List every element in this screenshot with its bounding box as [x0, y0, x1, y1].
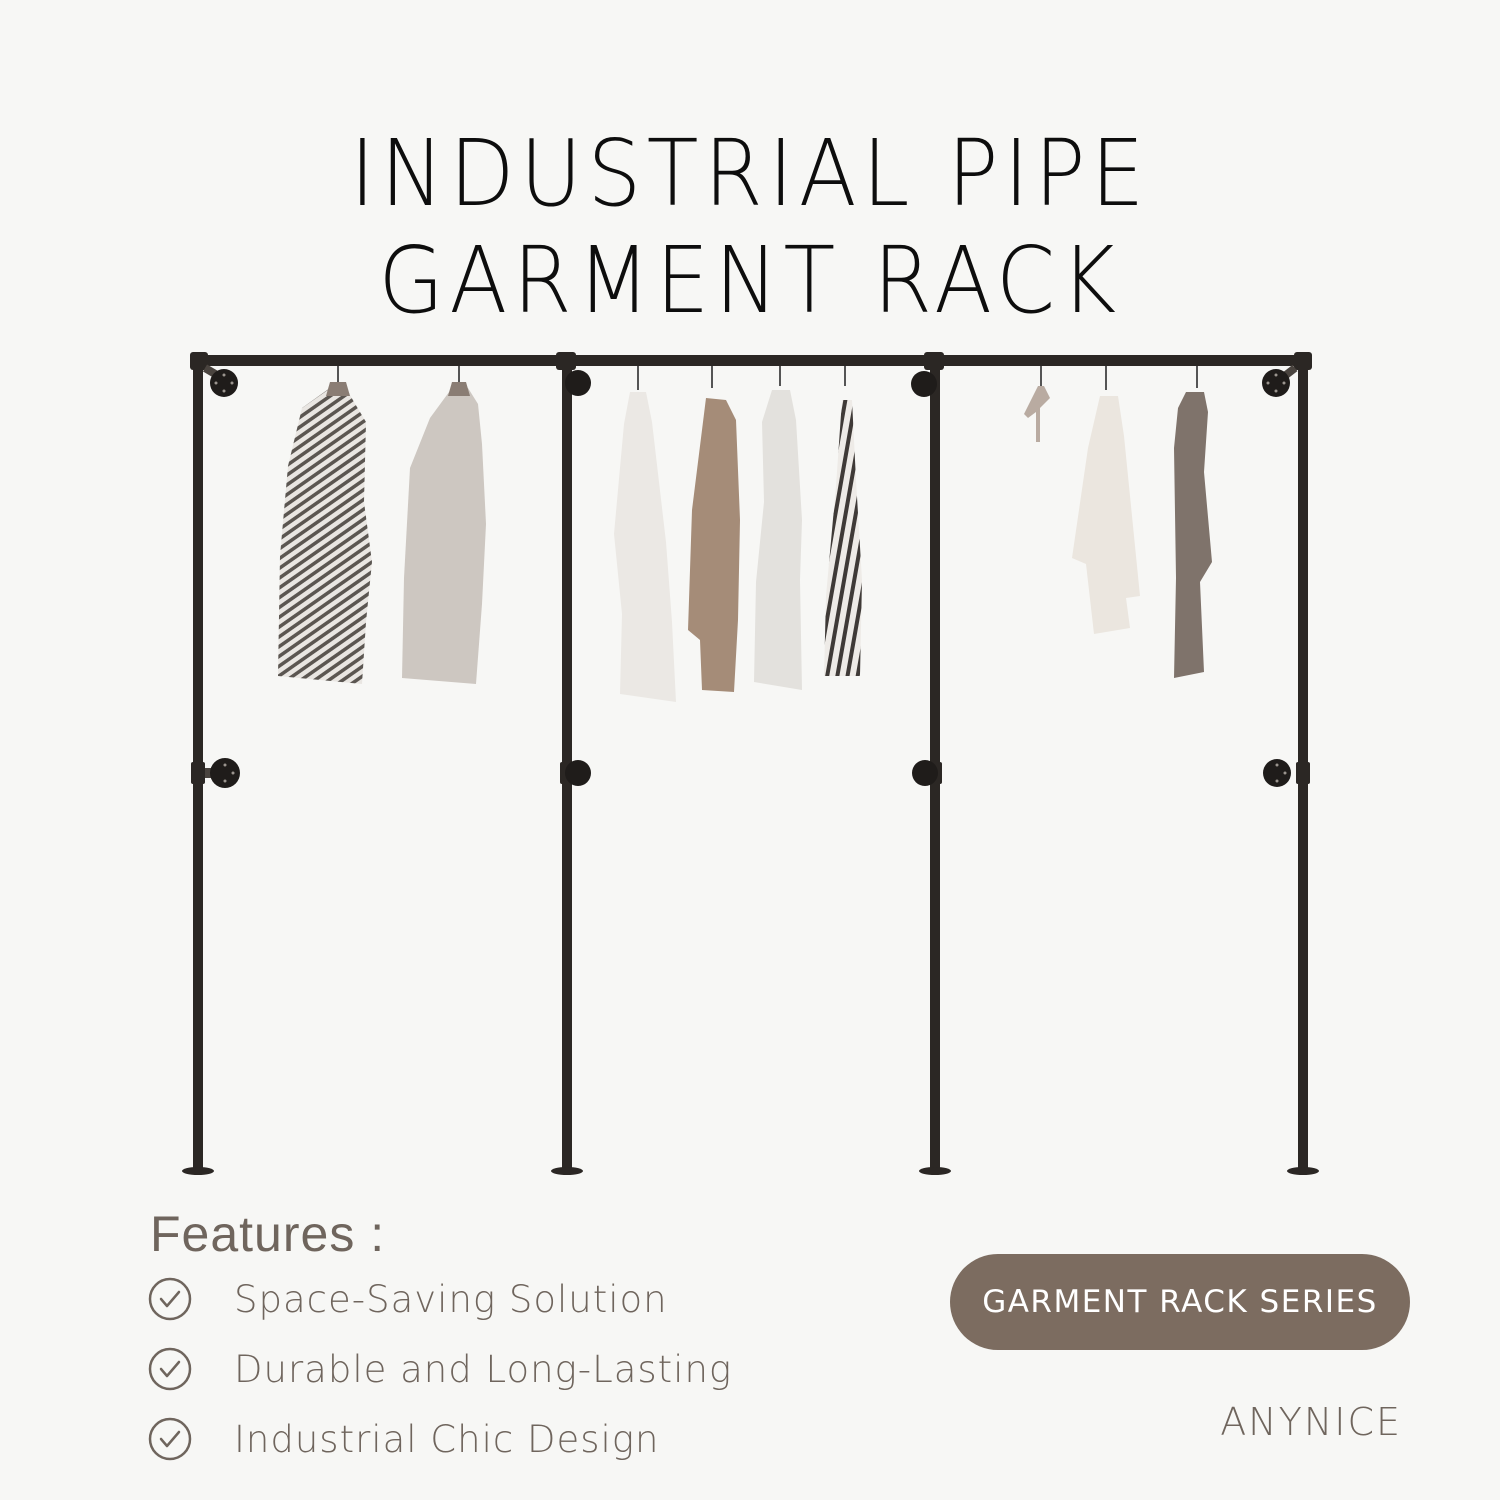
title-line-2: GARMENT RACK	[378, 227, 1122, 334]
garment-striped-jacket	[278, 388, 372, 684]
check-circle-icon	[148, 1347, 192, 1391]
features-heading: Features :	[150, 1206, 386, 1262]
series-badge-label: GARMENT RACK SERIES	[982, 1284, 1378, 1320]
feature-item: Space-Saving Solution	[148, 1277, 668, 1321]
garment-white-shirt	[614, 392, 676, 702]
garment-taupe-cardigan	[688, 398, 740, 692]
feature-label: Space-Saving Solution	[234, 1277, 668, 1321]
garment-cream-shirt	[1072, 396, 1140, 634]
garment-brown-trousers	[1174, 392, 1212, 678]
title-line-1: INDUSTRIAL PIPE	[350, 120, 1150, 227]
flange-bolts	[214, 373, 1287, 783]
feature-label: Durable and Long-Lasting	[234, 1347, 733, 1391]
wall-flanges	[202, 364, 1298, 788]
feature-item: Durable and Long-Lasting	[148, 1347, 732, 1391]
empty-hanger	[1024, 386, 1050, 442]
feature-label: Industrial Chic Design	[234, 1417, 660, 1461]
check-circle-icon	[148, 1277, 192, 1321]
garment-grey-blazer	[402, 388, 486, 684]
garments	[278, 382, 1212, 702]
feature-item: Industrial Chic Design	[148, 1417, 659, 1461]
hanger-hooks	[337, 366, 1198, 390]
check-circle-icon	[148, 1417, 192, 1461]
garment-striped-scarf	[824, 400, 862, 676]
series-badge: GARMENT RACK SERIES	[950, 1254, 1410, 1350]
garment-white-dress	[754, 390, 802, 690]
brand-name: ANYNICE	[1220, 1400, 1402, 1444]
